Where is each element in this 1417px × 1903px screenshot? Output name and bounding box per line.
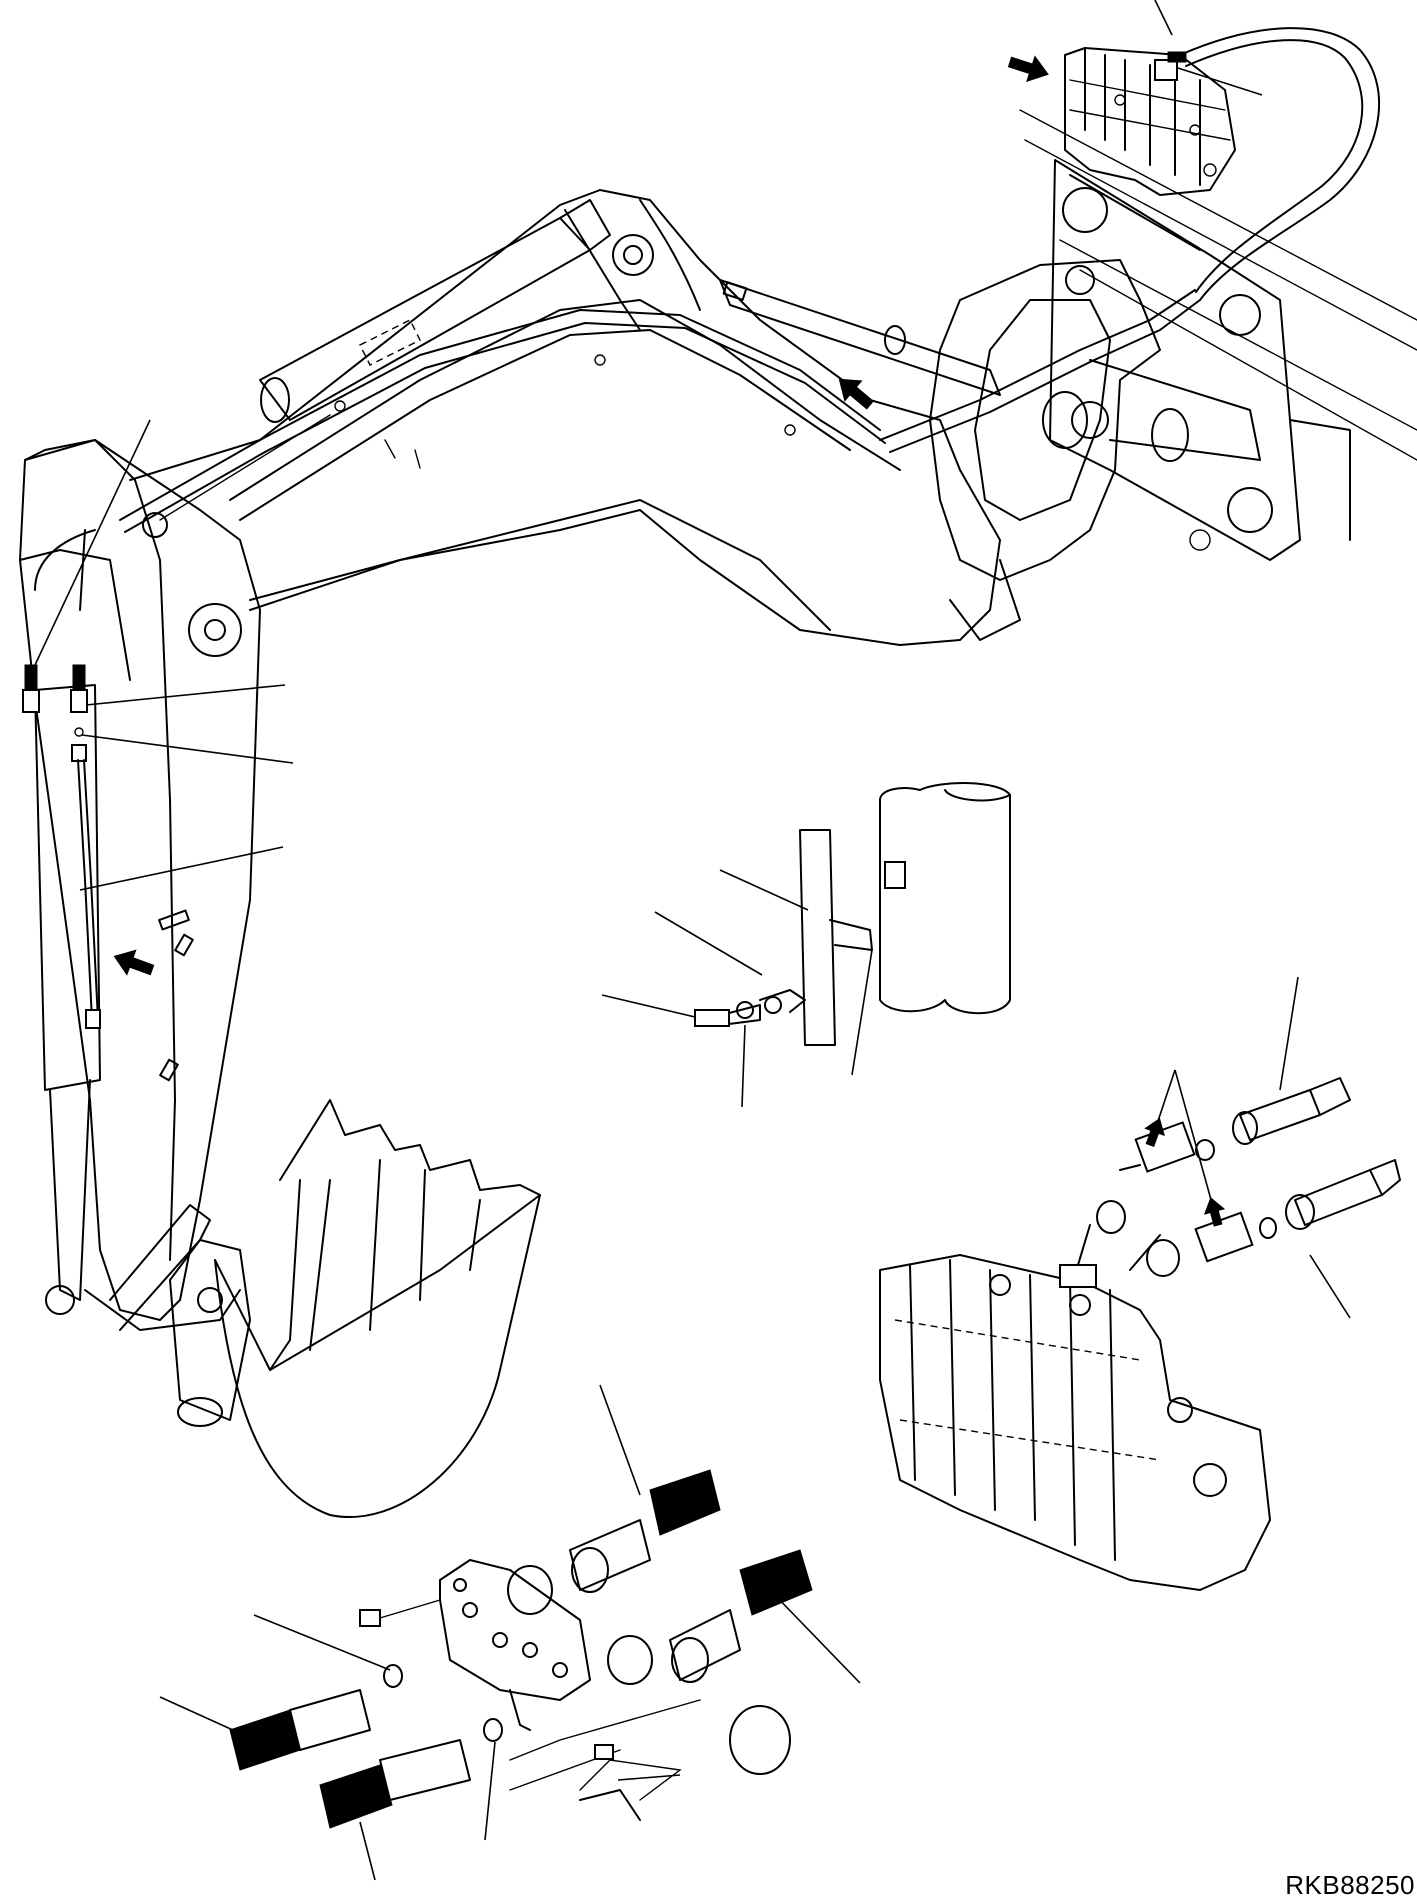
bucket xyxy=(110,1100,540,1517)
bucket-cylinder xyxy=(35,685,240,1330)
leader-line xyxy=(160,1697,255,1740)
boom-pipes xyxy=(120,310,885,532)
leader-line xyxy=(618,1775,680,1780)
leader-line xyxy=(82,735,293,763)
leader-line xyxy=(602,995,695,1017)
arm-pipes xyxy=(23,530,100,1028)
drawing-reference-code: RKB88250 xyxy=(1285,1870,1415,1900)
leader-line xyxy=(852,950,872,1075)
chassis-frame xyxy=(1020,110,1417,560)
leader-line xyxy=(80,847,283,890)
arrow-icon xyxy=(1006,50,1052,87)
arrow-icon xyxy=(110,944,156,982)
leader-line xyxy=(86,685,285,705)
leader-line xyxy=(655,912,762,975)
arm xyxy=(20,440,260,1320)
leader-line xyxy=(35,420,150,665)
leader-line xyxy=(1178,68,1262,95)
leader-line xyxy=(254,1615,390,1670)
leader-line xyxy=(720,870,808,910)
control-valve-top xyxy=(1065,48,1235,195)
leader-line xyxy=(1310,1255,1350,1318)
leader-line xyxy=(770,1590,860,1683)
hoses-to-valve xyxy=(880,28,1379,452)
leader-lines xyxy=(35,0,1350,1880)
arrow-icon xyxy=(1141,1115,1169,1148)
assembly-arrows xyxy=(110,50,1228,1228)
leader-line xyxy=(600,1385,640,1495)
arrow-icon xyxy=(1201,1195,1228,1227)
arrow-icon xyxy=(831,369,878,415)
hose-bracket xyxy=(360,1560,652,1730)
boom xyxy=(130,190,1000,645)
swing-bracket xyxy=(930,260,1260,640)
leader-line xyxy=(360,1822,375,1880)
control-valve-side xyxy=(880,1225,1270,1590)
clamp-detail xyxy=(695,783,1010,1045)
leader-line xyxy=(485,1742,495,1840)
leader-line xyxy=(742,1025,745,1107)
bottom-hoses xyxy=(230,1470,812,1828)
valve-adapters xyxy=(1097,1078,1400,1276)
boom-cylinder xyxy=(260,200,1000,422)
leader-line xyxy=(1280,977,1298,1090)
leader-line xyxy=(1155,0,1172,35)
